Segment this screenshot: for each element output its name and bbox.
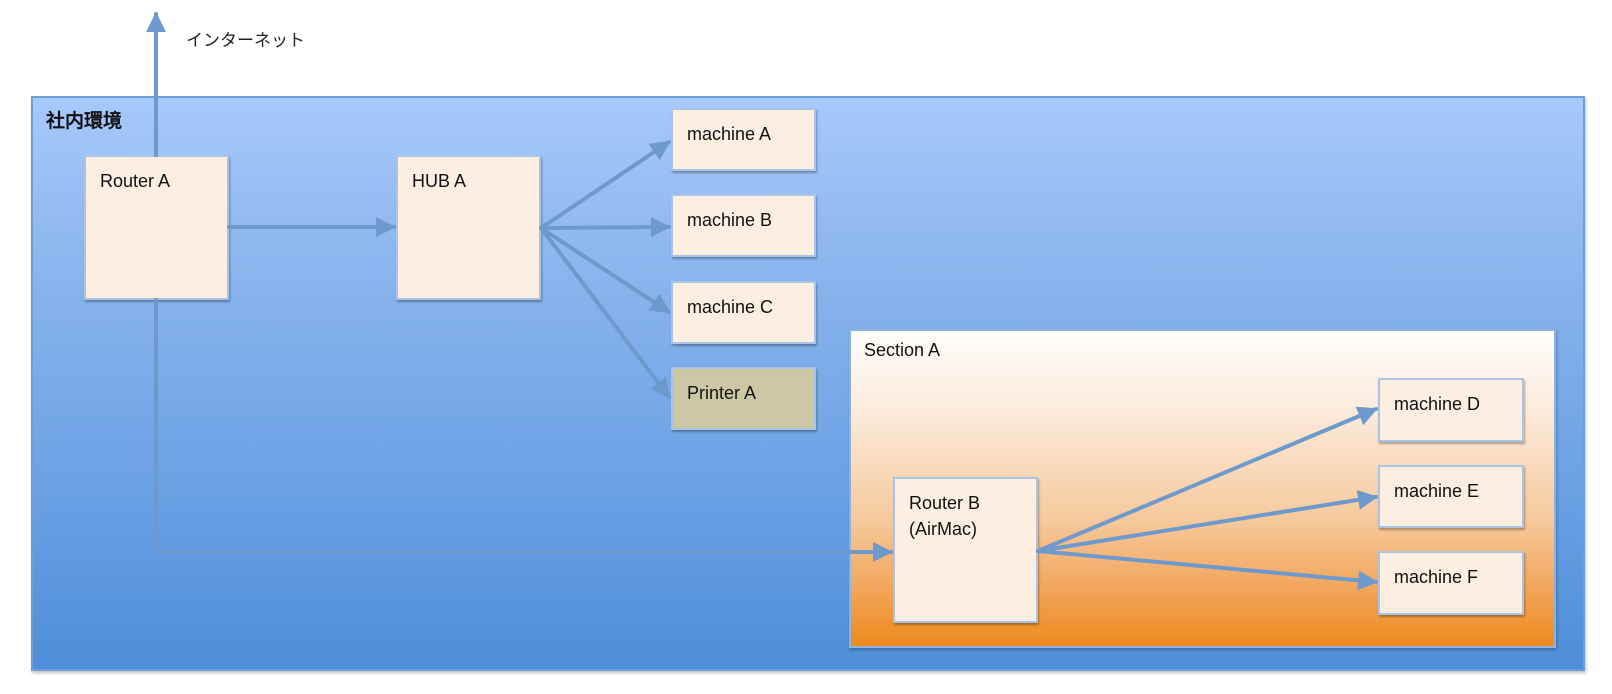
machine-a-node[interactable]: machine A [671, 108, 816, 171]
office-network-title: 社内環境 [46, 110, 123, 132]
router-a-node[interactable]: Router A [84, 155, 229, 300]
machine-e-node[interactable]: machine E [1378, 465, 1524, 528]
machine-f-node[interactable]: machine F [1378, 551, 1524, 615]
machine-d-node[interactable]: machine D [1378, 378, 1524, 442]
machine-b-node[interactable]: machine B [671, 194, 816, 257]
router-b-node[interactable]: Router B (AirMac) [893, 477, 1038, 623]
section-a-title: Section A [864, 340, 941, 360]
internet-label: インターネット [186, 31, 305, 51]
printer-a-node[interactable]: Printer A [671, 367, 816, 430]
machine-c-node[interactable]: machine C [671, 281, 816, 344]
hub-a-node[interactable]: HUB A [396, 155, 541, 300]
